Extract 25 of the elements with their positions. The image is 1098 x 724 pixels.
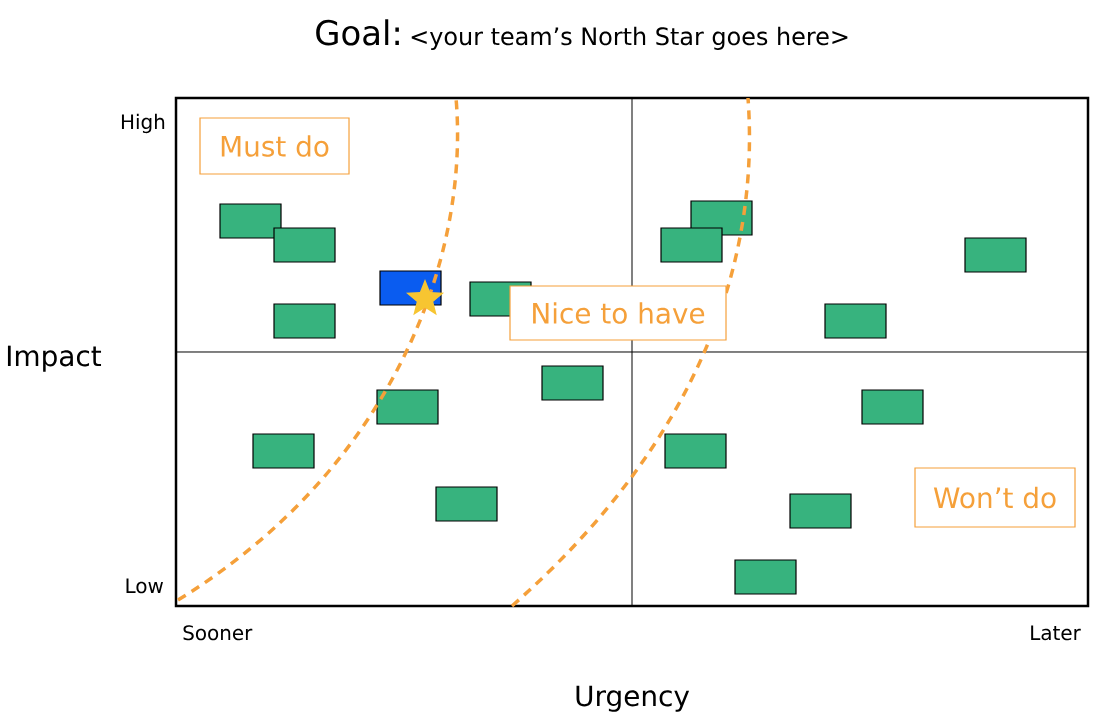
axis-title: Impact: [7, 345, 102, 372]
sticky-note: [541, 365, 604, 401]
subtitle: <your team’s North Star goes here>: [411, 26, 848, 50]
sticky-note: [273, 303, 336, 339]
sticky-note: [273, 227, 336, 263]
sticky-note: [664, 433, 727, 469]
sticky-note: [660, 227, 723, 263]
axis-label: High: [121, 113, 165, 134]
quadrant-label: Nice to have: [509, 285, 727, 341]
axis-label: Later: [1031, 625, 1081, 641]
sticky-note: [219, 203, 282, 239]
sticky-note: [789, 493, 852, 529]
axis-label: Low: [126, 578, 163, 594]
title: Goal:: [316, 19, 399, 46]
sticky-note: [964, 237, 1027, 273]
quadrant-label: Won’t do: [914, 467, 1076, 528]
sticky-note: [435, 486, 498, 522]
quadrant-label: Must do: [199, 117, 350, 175]
sticky-note: [376, 389, 439, 425]
axis-label: Sooner: [183, 625, 253, 641]
sticky-note: [861, 389, 924, 425]
sticky-note: [734, 559, 797, 595]
sticky-note: [252, 433, 315, 469]
sticky-note: [824, 303, 887, 339]
axis-title: Urgency: [576, 685, 690, 712]
